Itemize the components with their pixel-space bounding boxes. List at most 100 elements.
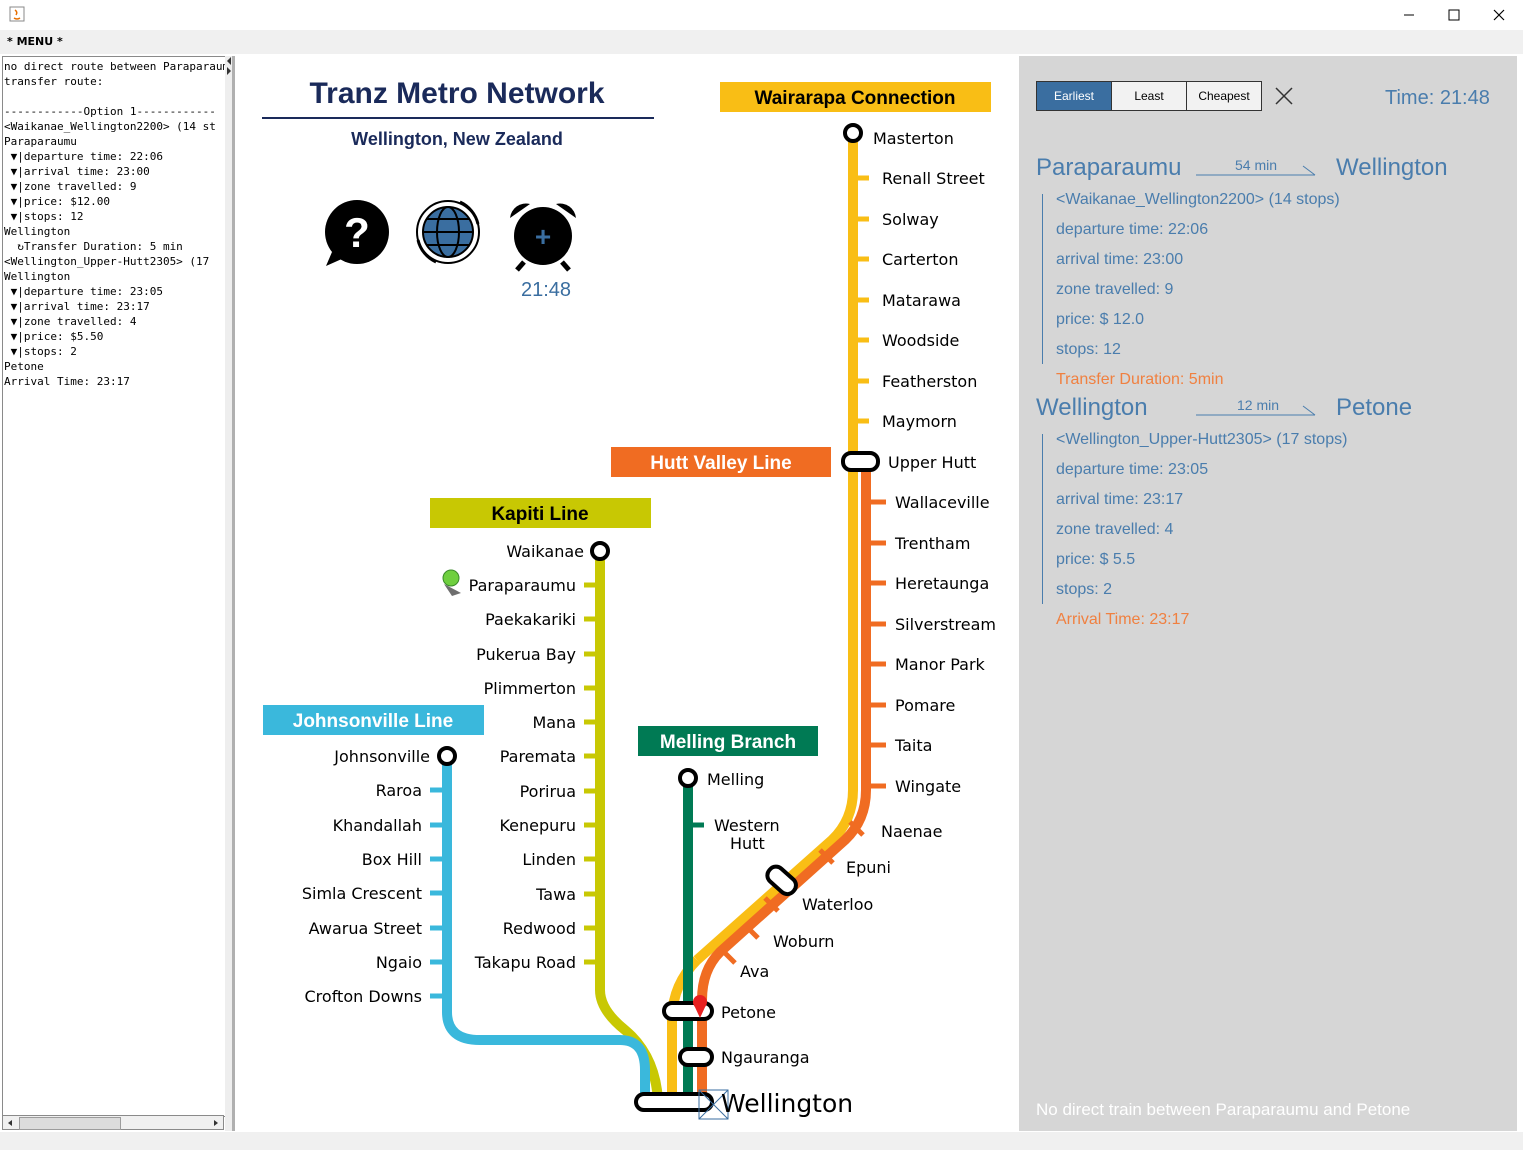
station-maymorn: Maymorn (882, 412, 957, 431)
station-western-hutt-line2: Hutt (730, 834, 765, 853)
tab-cheapest[interactable]: Cheapest (1186, 81, 1262, 111)
hutt-route (697, 462, 871, 1100)
leg2-train: <Wellington_Upper-Hutt2305> (17 stops) (1056, 431, 1348, 448)
johnsonville-station-ticks (430, 787, 447, 999)
scroll-left-icon[interactable] (5, 1118, 15, 1128)
wairarapa-banner-label: Wairarapa Connection (755, 88, 956, 109)
leg2-price: price: $ 5.5 (1056, 551, 1136, 568)
network-map-panel: Tranz Metro Network Wellington, New Zeal… (238, 56, 1019, 1131)
route-info-panel: Earliest Least Cheapest Time: 21:48 Para… (1019, 56, 1517, 1131)
close-window-button[interactable] (1476, 0, 1522, 30)
station-renall-street: Renall Street (882, 169, 985, 188)
hutt-banner (611, 447, 831, 477)
station-ngauranga: Ngauranga (721, 1048, 810, 1067)
waterloo-interchange[interactable] (764, 863, 799, 897)
kapiti-station-ticks (584, 582, 600, 965)
station-paraparaumu: Paraparaumu (469, 576, 576, 595)
wairarapa-banner (720, 82, 991, 112)
ngauranga-interchange[interactable] (678, 1047, 714, 1067)
splitter[interactable] (225, 56, 234, 1131)
station-ava: Ava (740, 962, 769, 981)
johnsonville-banner-label: Johnsonville Line (293, 711, 453, 732)
kapiti-banner (430, 498, 651, 528)
tab-least[interactable]: Least (1111, 81, 1187, 111)
minimize-button[interactable] (1386, 0, 1432, 30)
route-text-line: ▼|arrival time: 23:17 (10, 300, 150, 313)
station-porirua: Porirua (520, 782, 576, 801)
station-trentham: Trentham (894, 534, 970, 553)
station-petone: Petone (721, 1003, 776, 1022)
help-icon[interactable]: ? (325, 200, 389, 266)
image-placeholder-icon (698, 1089, 729, 1120)
menu-button[interactable]: * MENU * (7, 35, 63, 48)
leg2-duration: 12 min (1237, 397, 1280, 413)
wellington-interchange[interactable] (634, 1092, 714, 1112)
maximize-button[interactable] (1431, 0, 1477, 30)
leg2-arrow-icon (1196, 405, 1316, 416)
window-bottom-edge (0, 1132, 1523, 1150)
kapiti-banner-label: Kapiti Line (491, 504, 588, 525)
menu-bar: * MENU * (0, 30, 1523, 54)
station-wingate: Wingate (895, 777, 961, 796)
route-text-line: ▼|zone travelled: 4 (10, 315, 137, 328)
alarm-clock-icon[interactable]: + (510, 203, 576, 272)
route-text-panel[interactable]: no direct route between Paraparaumu tran… (2, 56, 226, 1117)
leg2-bracket (1042, 434, 1043, 604)
leg2-from: Wellington (1036, 394, 1148, 421)
station-featherston: Featherston (882, 372, 977, 391)
route-text-line: ------------Option 1------------ (4, 105, 216, 118)
scrollbar-thumb[interactable] (19, 1117, 121, 1130)
station-taita: Taita (894, 736, 932, 755)
johnsonville-terminus[interactable] (437, 746, 457, 766)
kapiti-route (595, 550, 663, 1101)
leg2-departure: departure time: 23:05 (1056, 461, 1209, 478)
hutt-station-ticks (720, 499, 886, 965)
route-text-line: ▼|stops: 2 (10, 345, 77, 358)
station-pukerua-bay: Pukerua Bay (476, 645, 576, 664)
route-text-line: ▼|arrival time: 23:00 (10, 165, 150, 178)
station-ngaio: Ngaio (376, 953, 422, 972)
leg1-price: price: $ 12.0 (1056, 311, 1145, 328)
station-paekakariki: Paekakariki (485, 610, 576, 629)
window-title-bar (0, 0, 1523, 30)
wairarapa-route (693, 135, 858, 964)
splitter-arrows-icon[interactable] (225, 56, 234, 76)
route-text-line: ↻Transfer Duration: 5 min (17, 240, 183, 253)
maximize-icon (1448, 9, 1460, 21)
station-epuni: Epuni (846, 858, 891, 877)
station-plimmerton: Plimmerton (484, 679, 576, 698)
johnsonville-route (442, 756, 650, 1100)
close-icon (1493, 9, 1505, 21)
route-text-line: no direct route between Paraparaumu (4, 60, 225, 73)
route-text-line: ▼|price: $5.50 (10, 330, 104, 343)
waikanae-terminus[interactable] (590, 541, 610, 561)
leg2-to: Petone (1336, 394, 1413, 421)
station-woodside: Woodside (882, 331, 959, 350)
leg1-departure: departure time: 22:06 (1056, 221, 1209, 238)
route-text-line: ▼|zone travelled: 9 (10, 180, 137, 193)
java-app-icon (9, 6, 25, 22)
station-redwood: Redwood (503, 919, 576, 938)
route-text-line: <Waikanae_Wellington2200> (14 st (4, 120, 216, 133)
globe-refresh-icon[interactable] (416, 200, 480, 264)
station-matarawa: Matarawa (882, 291, 961, 310)
station-silverstream: Silverstream (895, 615, 996, 634)
route-text-line: transfer route: (4, 75, 104, 88)
station-manor-park: Manor Park (895, 655, 986, 674)
tab-earliest[interactable]: Earliest (1036, 81, 1112, 111)
upper-hutt-interchange[interactable] (841, 451, 880, 472)
masterton-terminus[interactable] (843, 123, 863, 143)
svg-text:?: ? (344, 209, 370, 256)
horizontal-scrollbar[interactable] (2, 1115, 224, 1130)
melling-terminus[interactable] (678, 768, 698, 788)
map-title: Tranz Metro Network (309, 77, 604, 110)
station-mana: Mana (532, 713, 576, 732)
origin-marker-icon (442, 569, 461, 596)
station-carterton: Carterton (882, 250, 958, 269)
close-icon[interactable] (1275, 87, 1293, 105)
scroll-right-icon[interactable] (211, 1118, 221, 1128)
route-text-line: Paraparaumu (4, 135, 77, 148)
leg1-duration: 54 min (1235, 157, 1278, 173)
leg2-zone: zone travelled: 4 (1056, 521, 1174, 538)
wairarapa-station-ticks (853, 175, 869, 424)
